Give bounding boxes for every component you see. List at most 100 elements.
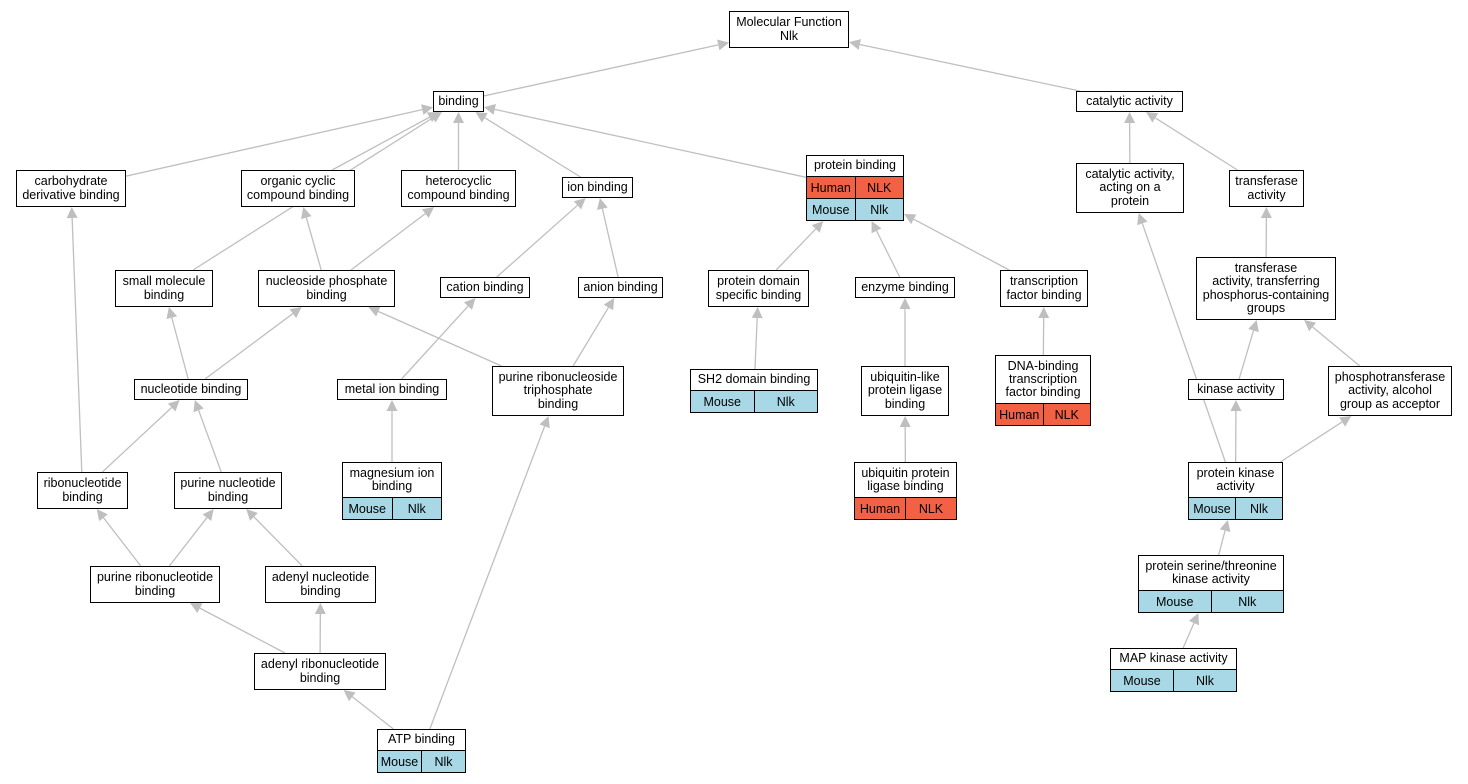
edge-protkin-to-phosalc: [1279, 421, 1343, 463]
edge-arrowhead: [899, 416, 911, 428]
node-label: cation binding: [441, 278, 529, 297]
node-label-line: binding: [438, 93, 479, 108]
go-term-node-cation[interactable]: cation binding: [440, 277, 530, 298]
edge-transf-to-catalytic: [1154, 117, 1238, 171]
node-label: SH2 domain binding: [691, 370, 817, 390]
node-label: protein binding: [807, 156, 903, 176]
node-label-line: compound binding: [407, 187, 510, 202]
go-term-node-enzyme[interactable]: enzyme binding: [855, 277, 955, 298]
node-label-line: compound binding: [246, 187, 350, 202]
node-label-line: groups: [1246, 300, 1286, 315]
node-label-line: transferase: [1235, 174, 1298, 189]
edge-metal-to-cation: [401, 305, 469, 380]
species-gene-row: Mouse Nlk: [1189, 497, 1282, 519]
node-label-line: binding: [143, 287, 185, 302]
gene-badge: NLK: [854, 177, 904, 198]
go-term-node-metal[interactable]: metal ion binding: [337, 379, 447, 400]
go-term-node-kinase[interactable]: kinase activity: [1188, 379, 1284, 400]
node-label-line: factor binding: [1006, 287, 1082, 302]
node-label: ATP binding: [378, 730, 465, 750]
edge-nucleotide-to-nucphos: [204, 313, 294, 380]
node-label-line: anion binding: [583, 279, 658, 294]
gene-badge: Nlk: [753, 391, 818, 412]
edge-arrowhead: [1146, 112, 1159, 123]
edge-arrowhead: [421, 207, 435, 219]
edge-arrowhead: [904, 214, 917, 225]
node-label: MAP kinase activity: [1111, 649, 1236, 669]
go-term-node-anion[interactable]: anion binding: [578, 277, 663, 298]
node-label-line: catalytic activity,: [1085, 167, 1175, 182]
go-term-node-nucleotide[interactable]: nucleotide binding: [134, 379, 248, 400]
edge-arrowhead: [96, 509, 108, 522]
edge-arrowhead: [426, 112, 440, 123]
node-label-line: ATP binding: [388, 732, 455, 747]
go-term-node-ion[interactable]: ion binding: [562, 177, 633, 198]
edge-arrowhead: [1339, 416, 1352, 427]
edge-arrowhead: [539, 416, 550, 429]
edge-arrowhead: [484, 104, 496, 115]
edge-ribonuc-to-carb: [71, 217, 83, 473]
node-label-line: nucleotide binding: [140, 381, 242, 396]
node-label-line: small molecule: [122, 274, 206, 289]
node-label-line: protein kinase: [1196, 465, 1275, 480]
edge-cation-to-ion: [496, 204, 578, 278]
species-badge: Mouse: [1193, 501, 1231, 516]
node-label-line: transferase: [1234, 261, 1298, 276]
go-term-node-binding[interactable]: binding: [433, 91, 484, 112]
node-label-line: ligase binding: [867, 479, 944, 493]
go-term-node-catalytic[interactable]: catalytic activity: [1076, 91, 1183, 112]
species-badge: Mouse: [380, 754, 419, 769]
edge-arrowhead: [899, 298, 911, 309]
edge-arrowhead: [1260, 207, 1272, 219]
edge-protkin-to-catprot: [1141, 223, 1227, 463]
gene-badge: Nlk: [1235, 498, 1282, 519]
edge-arrowhead: [453, 112, 464, 123]
edge-arrowhead: [573, 198, 586, 210]
node-label-line: phosphorus-containing: [1202, 287, 1330, 302]
node-label-line: ion binding: [567, 179, 628, 194]
edge-arrowhead: [193, 400, 204, 413]
node-label: metal ion binding: [338, 380, 446, 399]
edge-arrowhead: [1038, 307, 1050, 319]
species-badge: Human: [810, 180, 851, 195]
edge-arrowhead: [289, 307, 302, 318]
